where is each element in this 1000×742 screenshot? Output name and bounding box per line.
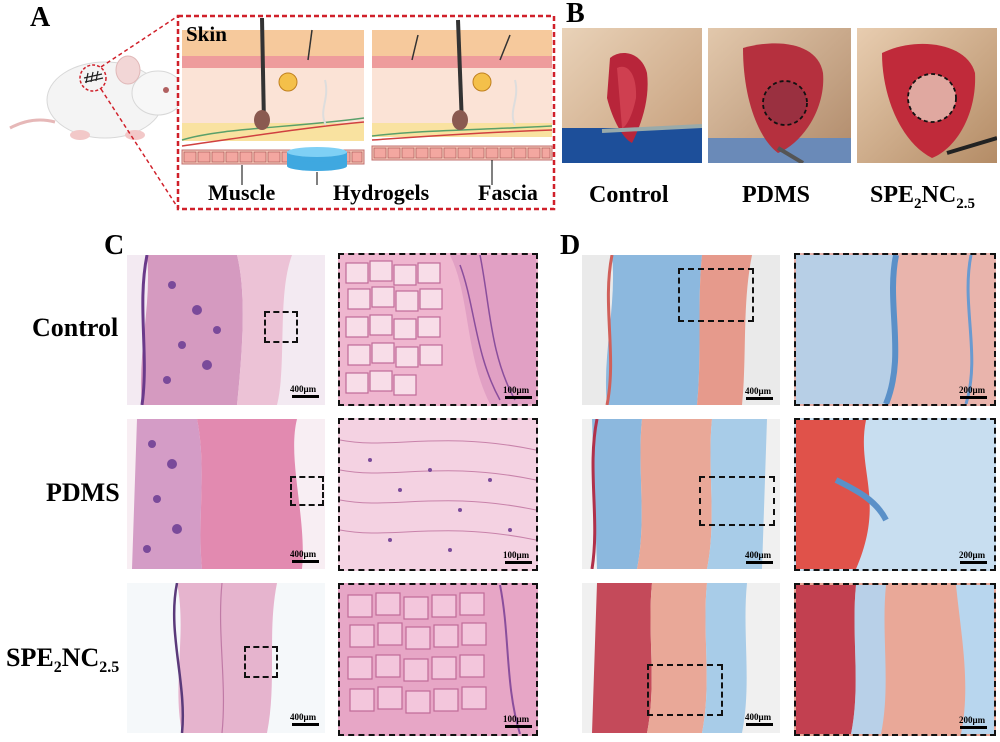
scale-bar <box>746 561 773 564</box>
panel-label-d: D <box>560 230 581 261</box>
row-label-spe2nc25: SPE2NC2.5 <box>6 643 120 677</box>
mouse-illustration <box>9 55 186 140</box>
masson-spe-low <box>582 583 780 733</box>
scale-bar <box>292 560 319 563</box>
he-spe-high <box>338 583 538 736</box>
hydrogels-label: Hydrogels <box>333 180 430 205</box>
scale-bar <box>505 561 532 564</box>
scale-bar <box>960 726 987 729</box>
zoom-box <box>290 476 324 506</box>
scale-bar <box>292 723 319 726</box>
masson-spe-high <box>794 583 996 736</box>
masson-pdms-high <box>794 418 996 571</box>
scale-bar <box>505 396 532 399</box>
scale-label: 400μm <box>290 384 317 394</box>
panel-label-c: C <box>104 230 125 261</box>
scale-label: 400μm <box>745 550 772 560</box>
hydrogel-disc <box>287 147 347 171</box>
tissue-block-left <box>181 17 365 165</box>
photo-label-pdms: PDMS <box>742 182 810 208</box>
scale-label: 400μm <box>745 712 772 722</box>
he-control-low <box>127 255 325 405</box>
panel-label-a: A <box>30 2 51 33</box>
muscle-label: Muscle <box>208 180 276 205</box>
he-spe-low <box>127 583 325 733</box>
panel-label-b: B <box>566 0 585 29</box>
skin-label: Skin <box>186 22 227 46</box>
photo-control <box>562 28 702 163</box>
photo-pdms <box>708 28 851 163</box>
masson-pdms-low <box>582 419 780 569</box>
scale-bar <box>746 723 773 726</box>
scale-label: 400μm <box>290 712 317 722</box>
scale-label: 200μm <box>959 715 986 725</box>
zoom-box <box>647 664 723 716</box>
photo-label-spe2nc25: SPE2NC2.5 <box>870 182 975 212</box>
photo-spe2nc25 <box>857 28 997 163</box>
scale-bar <box>505 725 532 728</box>
scale-label: 400μm <box>290 549 317 559</box>
scale-label: 100μm <box>503 385 530 395</box>
he-pdms-low <box>127 419 325 569</box>
zoom-box <box>699 476 775 526</box>
scale-label: 400μm <box>745 386 772 396</box>
scale-label: 200μm <box>959 550 986 560</box>
row-label-pdms: PDMS <box>46 478 120 507</box>
scale-bar <box>746 397 773 400</box>
row-label-control: Control <box>32 313 119 342</box>
fascia-label: Fascia <box>478 180 538 205</box>
schematic-figure <box>9 14 556 211</box>
he-control-high <box>338 253 538 406</box>
zoom-box <box>244 646 278 678</box>
tissue-block-right <box>371 19 553 161</box>
zoom-box <box>264 311 298 343</box>
scale-label: 200μm <box>959 385 986 395</box>
scale-label: 100μm <box>503 714 530 724</box>
scale-bar <box>960 396 987 399</box>
zoom-box <box>678 268 754 322</box>
scale-bar <box>292 395 319 398</box>
photo-label-control: Control <box>589 182 669 208</box>
masson-control-low <box>582 255 780 405</box>
scale-bar <box>960 561 987 564</box>
scale-label: 100μm <box>503 550 530 560</box>
he-pdms-high <box>338 418 538 571</box>
masson-control-high <box>794 253 996 406</box>
